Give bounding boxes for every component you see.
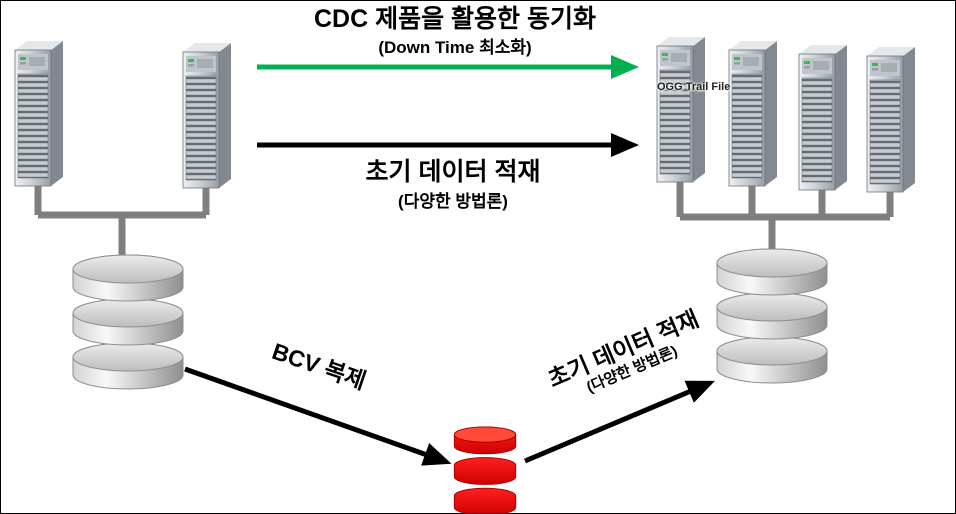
cdc-sync-title: CDC 제품을 활용한 동기화 xyxy=(313,5,596,33)
initial-load-title: 초기 데이터 적재 xyxy=(365,158,541,186)
source-server-icon xyxy=(9,37,67,189)
initial-load-subtitle: (다양한 방법론) xyxy=(398,192,508,211)
source-cluster-connector xyxy=(34,179,210,269)
target-server-icon xyxy=(793,41,851,193)
cdc-sync-subtitle: (Down Time 최소화) xyxy=(378,38,532,57)
target-cluster-connector xyxy=(676,175,894,263)
target-server-icon xyxy=(723,37,781,189)
staging-database-icon xyxy=(449,425,521,514)
ogg-trail-file-label: OGG Trail File xyxy=(657,81,731,93)
source-server-icon xyxy=(177,39,235,191)
target-server-icon xyxy=(651,33,709,185)
target-server-icon xyxy=(861,43,919,195)
source-database-icon xyxy=(67,253,189,393)
